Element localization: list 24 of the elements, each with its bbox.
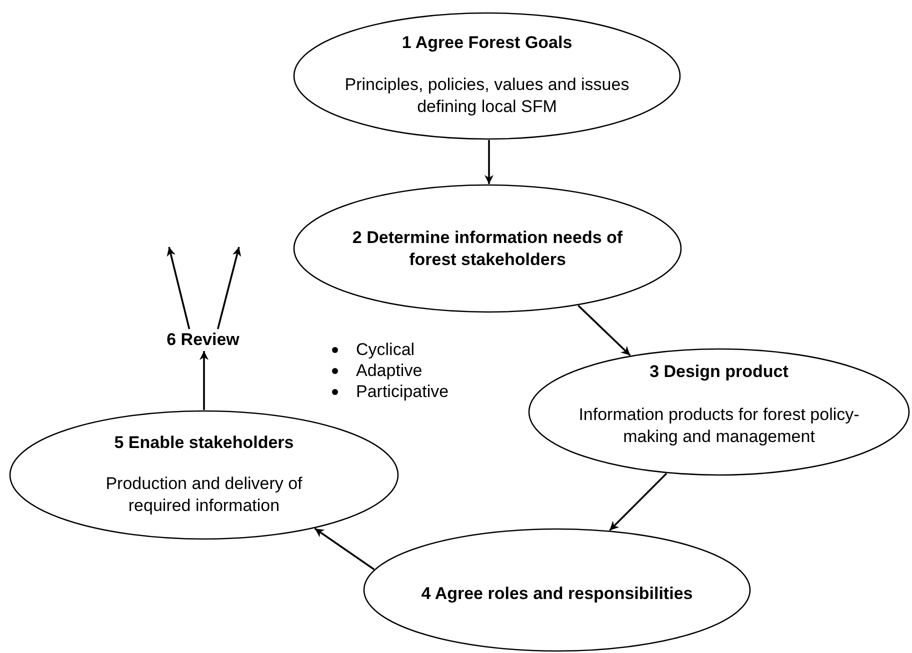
arrow	[609, 472, 668, 531]
arrow	[578, 304, 631, 356]
process-ellipse	[293, 184, 682, 313]
arrow	[200, 351, 208, 410]
arrow	[166, 246, 190, 330]
step-title: 5 Enable stakeholders	[114, 432, 294, 454]
bullet-item: Adaptive	[356, 361, 422, 380]
step-title: 6 Review	[166, 329, 240, 351]
process-ellipse	[363, 528, 751, 652]
arrow	[216, 246, 242, 330]
process-ellipse	[9, 410, 399, 540]
bullet-item: Participative	[356, 382, 449, 401]
arrow	[314, 528, 375, 570]
process-ellipse	[293, 12, 681, 140]
arrow	[484, 140, 494, 184]
step-title: 2 Determine information needs of forest stakeholders	[351, 227, 624, 271]
step-description: Principles, policies, values and issues defining local SFM	[344, 74, 630, 118]
step-description: Production and delivery of required information	[104, 473, 304, 517]
step-title: 3 Design product	[650, 361, 788, 383]
bullet-item: Cyclical	[356, 340, 415, 359]
step-title: 1 Agree Forest Goals	[402, 32, 572, 54]
step-description: Information products for forest policy-making and management	[578, 404, 860, 448]
step-title: 4 Agree roles and responsibilities	[421, 583, 693, 605]
process-ellipse	[528, 348, 910, 476]
